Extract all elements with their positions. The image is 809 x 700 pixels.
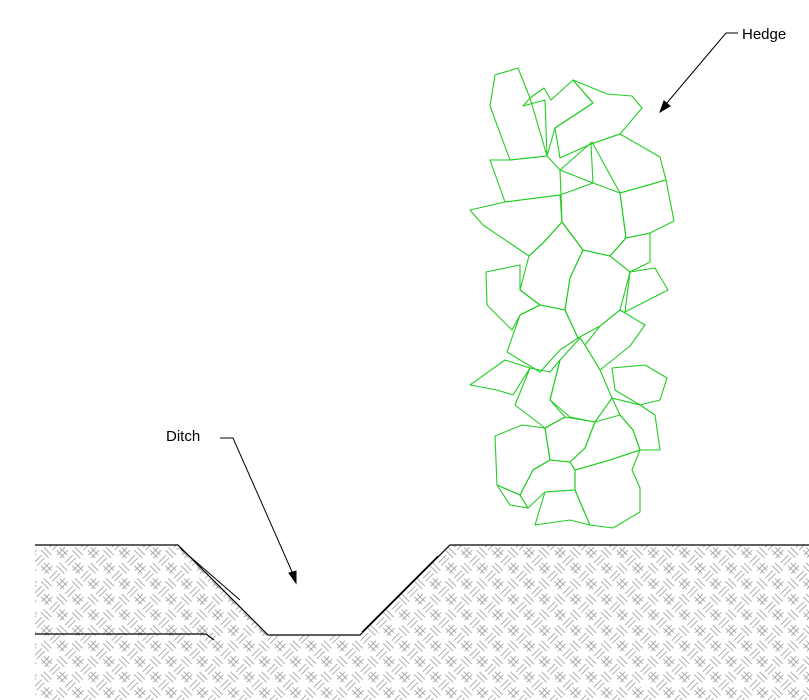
hedge-arrowhead (659, 100, 671, 114)
ditch-right-inner-line (361, 555, 439, 633)
hedge-leader (659, 32, 738, 114)
ground-surface-line (35, 544, 809, 636)
ditch-label: Ditch (166, 428, 201, 445)
ditch-leader (220, 437, 297, 585)
soil-hatch (35, 545, 809, 700)
lower-stratum-line (35, 633, 215, 641)
hedge-label: Hedge (742, 26, 787, 43)
hedge-drawing (469, 67, 675, 529)
ditch-inner-line (179, 547, 241, 601)
ditch-arrowhead (288, 570, 297, 585)
